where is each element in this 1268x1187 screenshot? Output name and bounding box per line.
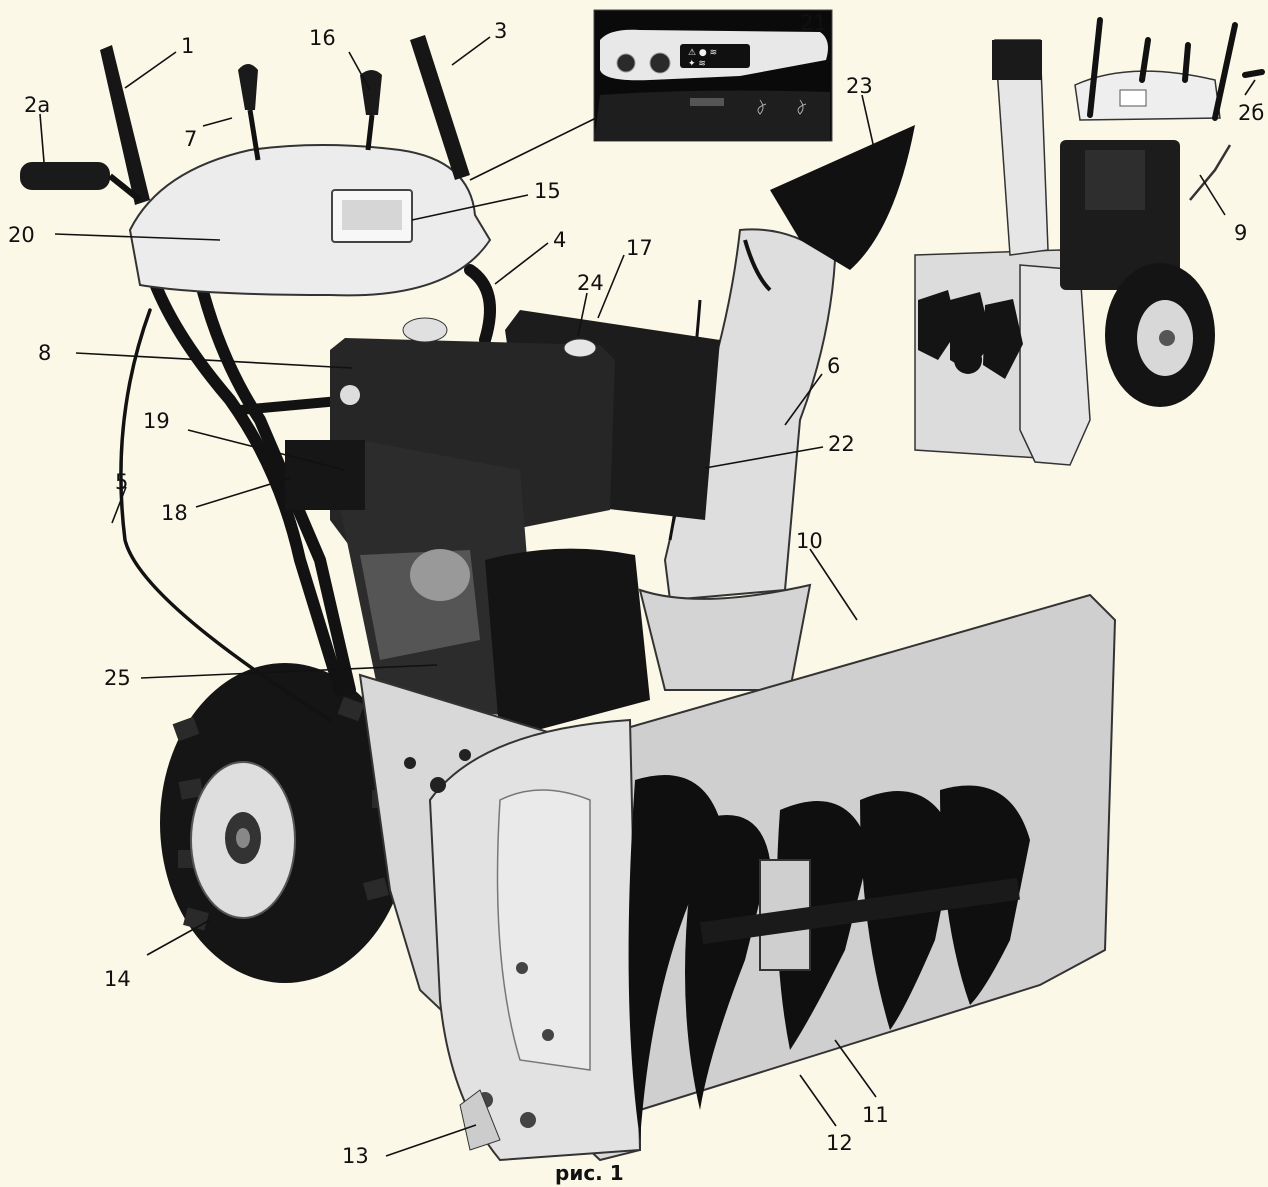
engine-block	[285, 310, 720, 740]
callout-16: 16	[309, 26, 336, 50]
callout-14: 14	[104, 967, 131, 991]
callout-23: 23	[846, 74, 873, 98]
callout-13: 13	[342, 1144, 369, 1168]
callout-4: 4	[553, 228, 566, 252]
callout-1: 1	[181, 34, 194, 58]
figure-caption: рис. 1	[555, 1161, 624, 1185]
panel-symbol-text: ⚠ ● ≋	[688, 48, 717, 58]
callout-5: 5	[115, 470, 128, 494]
callout-9: 9	[1234, 221, 1247, 245]
callout-2b: 2б	[1238, 101, 1264, 125]
callout-8: 8	[38, 341, 51, 365]
callout-21: 21	[800, 11, 827, 35]
discharge-chute	[638, 125, 915, 691]
callout-12: 12	[826, 1131, 853, 1155]
callout-6: 6	[827, 354, 840, 378]
leader-lines	[39, 36, 1256, 1157]
control-panel-inset: ⚠ ● ≋ ✦ ≋	[593, 9, 833, 142]
callout-25: 25	[104, 666, 131, 690]
left-wheel	[160, 663, 410, 983]
callout-24: 24	[577, 271, 604, 295]
panel-symbol-text-2: ✦ ≋	[688, 59, 706, 69]
callout-10: 10	[796, 529, 823, 553]
auger-blades	[628, 775, 1030, 1140]
callout-19: 19	[143, 409, 170, 433]
callout-22: 22	[828, 432, 855, 456]
callout-17: 17	[626, 236, 653, 260]
callout-3: 3	[494, 19, 507, 43]
callout-18: 18	[161, 501, 188, 525]
callout-7: 7	[184, 127, 197, 151]
snowblower-main	[20, 35, 1117, 1162]
callout-labels: 1 2а 3 4 5 6 7 8 9 10 11 12 13 14 15 16 …	[8, 11, 1264, 1168]
callout-20: 20	[8, 223, 35, 247]
rear-view-inset	[914, 17, 1265, 466]
callout-15: 15	[534, 179, 561, 203]
callout-11: 11	[862, 1103, 889, 1127]
control-dashboard	[128, 144, 492, 297]
callout-2a: 2а	[24, 93, 50, 117]
